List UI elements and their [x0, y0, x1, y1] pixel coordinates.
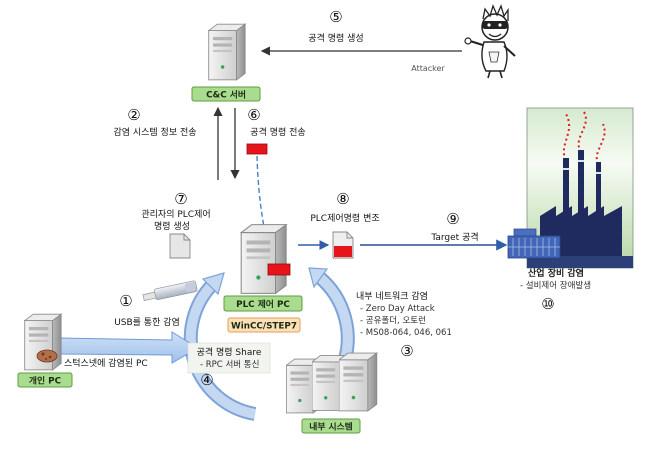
step-5-marker: ⑤	[329, 8, 342, 26]
attack-command-packet	[246, 143, 268, 155]
step-7-marker: ⑦	[174, 190, 187, 208]
plc-control-pc-label-box	[223, 295, 303, 312]
step-6-marker: ⑥	[247, 106, 260, 124]
wincc-label-box	[227, 317, 301, 333]
admin-plc-command-line1: 관리자의 PLC제어	[141, 209, 210, 220]
server-icon	[339, 352, 378, 412]
plc-control-pc-label: PLC 제어 PC	[236, 298, 290, 310]
admin-plc-command-line2: 명령 생성	[154, 220, 190, 232]
step-9-marker: ⑨	[446, 210, 459, 228]
attack-command-send-label: 공격 명령 전송	[250, 126, 305, 138]
step-10-marker: ⑩	[541, 295, 554, 313]
command-share-panel	[187, 342, 271, 374]
target-attack-label: Target 공격	[430, 231, 478, 243]
plc-tampered-command	[267, 263, 291, 276]
arrow-pc-to-plc	[59, 331, 199, 364]
internal-network-infection-title: 내부 네트워크 감염	[356, 290, 428, 302]
ms08-item: - MS08-064, 046, 061	[360, 328, 452, 338]
attacker-label: Attacker	[411, 64, 445, 73]
infected-pc-label: 스턱스넷에 감염된 PC	[64, 357, 148, 369]
plc-command-tamper-label: PLC제어명령 변조	[310, 212, 379, 224]
wincc-label: WinCC/STEP7	[231, 322, 297, 332]
attacker-icon	[464, 4, 516, 79]
personal-pc-label-box	[17, 372, 73, 388]
zero-day-item: - Zero Day Attack	[360, 304, 435, 314]
attack-command-create-label: 공격 명령 생성	[308, 32, 363, 44]
infected-info-send-label: 감염 시스템 정보 전송	[113, 126, 196, 138]
shared-folder-item: - 공유폴더, 오토런	[360, 315, 426, 326]
cc-server-icon	[208, 23, 246, 81]
cc-server-label-box	[191, 86, 261, 102]
document-icon	[169, 233, 191, 259]
industrial-infection-label: 산업 장비 감염	[528, 267, 584, 279]
step-1-marker: ①	[119, 292, 132, 310]
internal-system-label: 내부 시스템	[309, 421, 353, 433]
step-8-marker: ⑧	[336, 190, 349, 208]
rpc-label: - RPC 서버 통신	[200, 359, 259, 370]
usb-icon	[142, 280, 198, 301]
document-icon	[332, 231, 354, 259]
ring-arrowhead-right	[308, 267, 329, 289]
facility-failure-label: - 설비제어 장애발생	[520, 280, 591, 291]
industrial-equipment-icon	[507, 228, 561, 259]
usb-infection-label: USB를 통한 감염	[114, 316, 180, 328]
internal-servers	[286, 352, 378, 414]
cc-server-label: C&C 서버	[206, 89, 246, 101]
internal-system-label-box	[301, 418, 361, 434]
personal-pc-label: 개인 PC	[29, 375, 61, 387]
step-2-marker: ②	[127, 106, 140, 124]
virus-icon	[36, 349, 58, 363]
step-3-marker: ③	[400, 342, 413, 360]
plc-pc-server-icon	[240, 223, 287, 295]
command-share-label: 공격 명령 Share	[197, 346, 262, 358]
step-4-marker: ④	[200, 371, 213, 389]
ring-arrowhead-left	[201, 272, 225, 296]
